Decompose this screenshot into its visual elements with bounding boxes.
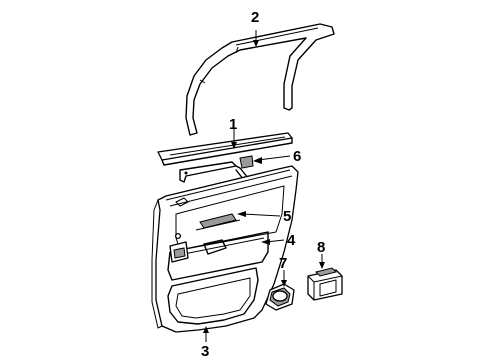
callout-labels: 2 1 6 5 4 3 7 8 xyxy=(201,9,325,360)
callout-2: 2 xyxy=(251,9,259,26)
callout-6: 6 xyxy=(293,148,301,165)
glass-run-channel xyxy=(185,23,335,136)
callout-1: 1 xyxy=(229,116,237,133)
leader-lines xyxy=(203,30,325,342)
callout-5: 5 xyxy=(283,208,291,225)
callout-8: 8 xyxy=(317,239,325,256)
handle-bezel xyxy=(265,283,295,311)
door-trim-panel xyxy=(151,165,299,333)
callout-3: 3 xyxy=(201,343,209,360)
belt-weatherstrip xyxy=(157,132,293,166)
callout-7: 7 xyxy=(279,255,287,272)
power-window-switch xyxy=(307,267,343,301)
callout-4: 4 xyxy=(287,232,296,249)
